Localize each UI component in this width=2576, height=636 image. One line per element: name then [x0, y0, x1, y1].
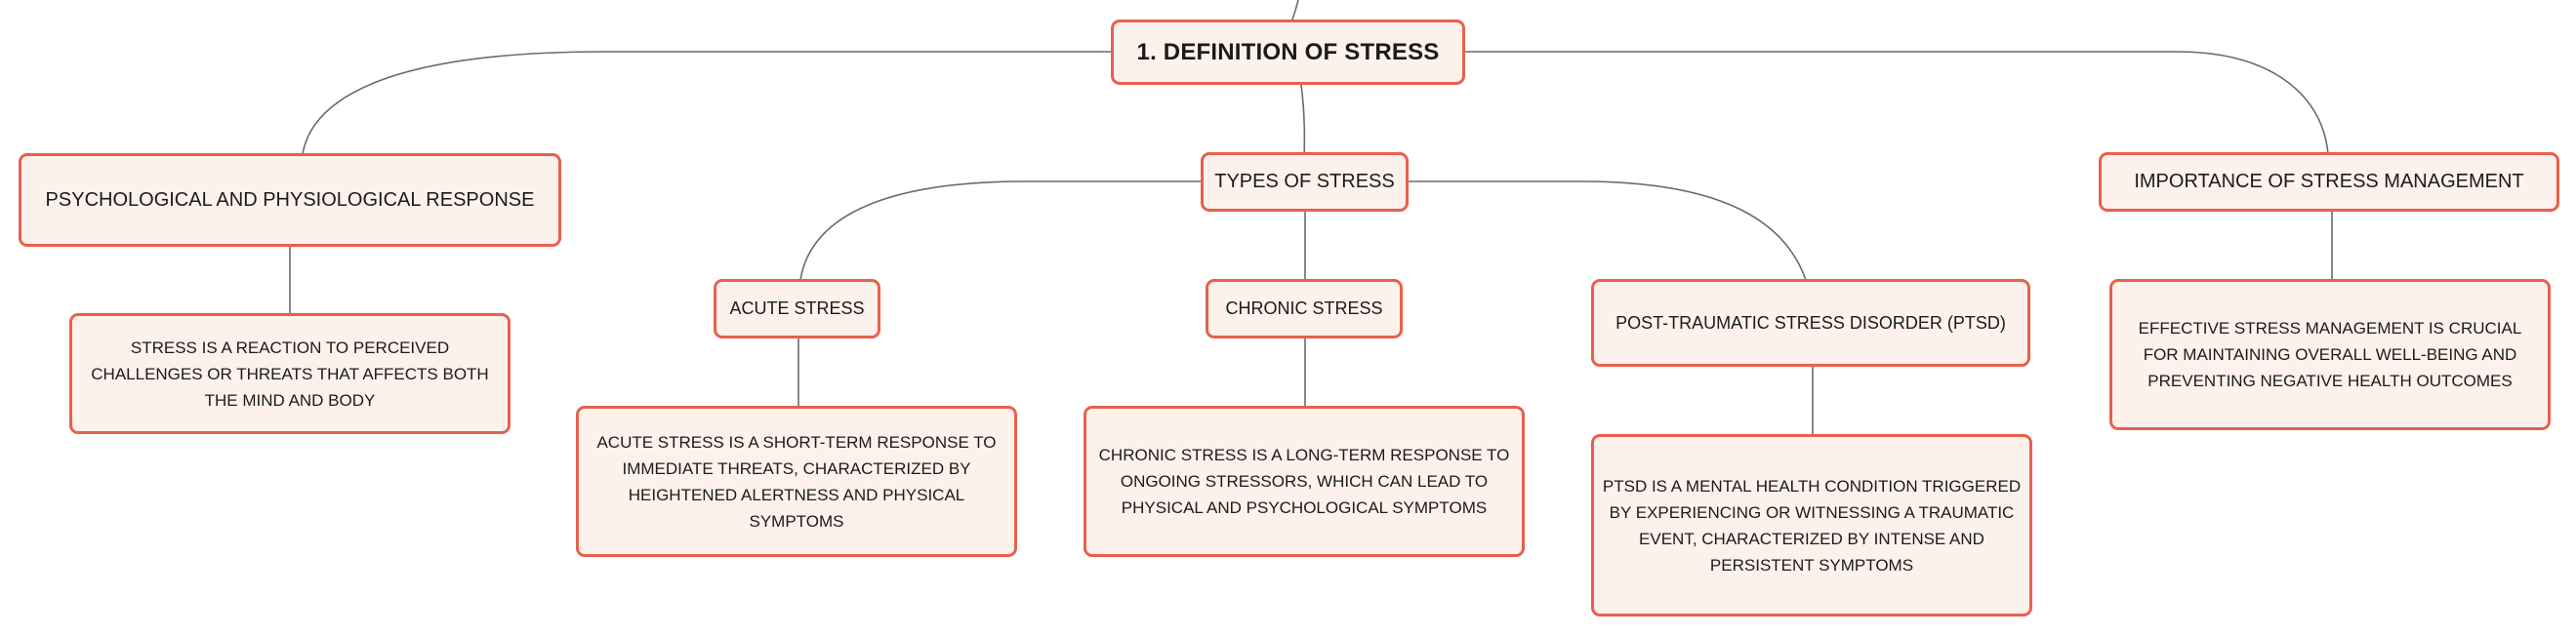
root-node-label: 1. DEFINITION OF STRESS: [1136, 38, 1440, 65]
psych-physio-response-node[interactable]: PSYCHOLOGICAL AND PHYSIOLOGICAL RESPONSE: [19, 153, 561, 247]
ptsd-detail-node[interactable]: PTSD IS A MENTAL HEALTH CONDITION TRIGGE…: [1591, 434, 2032, 616]
types-of-stress-node[interactable]: TYPES OF STRESS: [1201, 152, 1409, 212]
connector-types-ptsd: [1409, 180, 1807, 281]
psych-detail-text: STRESS IS A REACTION TO PERCEIVED CHALLE…: [91, 338, 489, 410]
connector-root-psych: [302, 51, 1111, 155]
acute-detail-node[interactable]: ACUTE STRESS IS A SHORT-TERM RESPONSE TO…: [576, 406, 1017, 557]
importance-label: IMPORTANCE OF STRESS MANAGEMENT: [2134, 171, 2524, 192]
importance-node[interactable]: IMPORTANCE OF STRESS MANAGEMENT: [2099, 152, 2559, 212]
connector-root-types: [1300, 84, 1306, 159]
importance-detail-node[interactable]: EFFECTIVE STRESS MANAGEMENT IS CRUCIAL F…: [2109, 279, 2551, 430]
acute-stress-label: ACUTE STRESS: [729, 298, 865, 318]
chronic-detail-node[interactable]: CHRONIC STRESS IS A LONG-TERM RESPONSE T…: [1084, 406, 1525, 557]
chronic-stress-label: CHRONIC STRESS: [1225, 298, 1383, 318]
acute-detail-text: ACUTE STRESS IS A SHORT-TERM RESPONSE TO…: [596, 432, 997, 531]
connector-root-importance: [1465, 51, 2329, 155]
psych-physio-response-label: PSYCHOLOGICAL AND PHYSIOLOGICAL RESPONSE: [45, 188, 535, 211]
ptsd-node[interactable]: POST-TRAUMATIC STRESS DISORDER (PTSD): [1591, 279, 2030, 367]
connector-types-acute: [799, 180, 1201, 281]
chronic-stress-node[interactable]: CHRONIC STRESS: [1206, 279, 1403, 338]
connector-parent-root: [1291, 0, 1299, 20]
types-of-stress-label: TYPES OF STRESS: [1214, 171, 1395, 192]
importance-detail-text: EFFECTIVE STRESS MANAGEMENT IS CRUCIAL F…: [2138, 319, 2522, 390]
root-node[interactable]: 1. DEFINITION OF STRESS: [1111, 20, 1465, 85]
acute-stress-node[interactable]: ACUTE STRESS: [714, 279, 880, 338]
ptsd-detail-text: PTSD IS A MENTAL HEALTH CONDITION TRIGGE…: [1602, 476, 2022, 575]
psych-detail-node[interactable]: STRESS IS A REACTION TO PERCEIVED CHALLE…: [69, 313, 511, 434]
chronic-detail-text: CHRONIC STRESS IS A LONG-TERM RESPONSE T…: [1098, 446, 1510, 517]
ptsd-label: POST-TRAUMATIC STRESS DISORDER (PTSD): [1615, 312, 2006, 333]
